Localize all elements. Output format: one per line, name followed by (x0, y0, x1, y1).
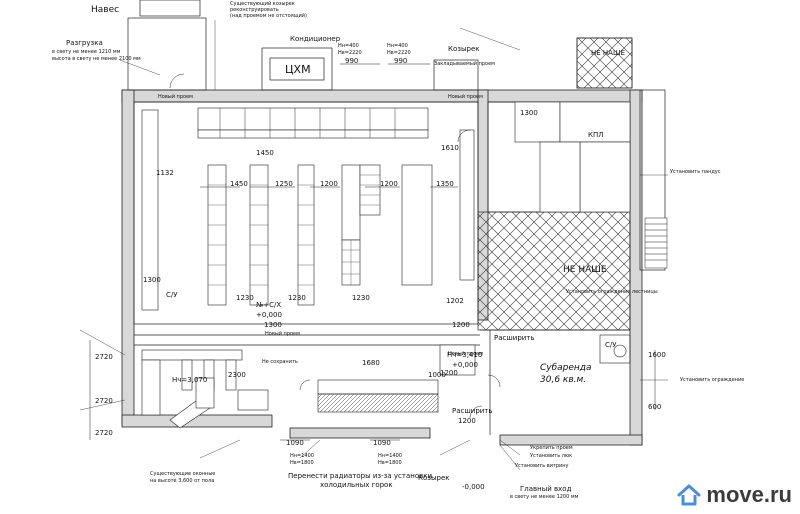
watermark-text: move.ru (706, 482, 792, 507)
height-mark-3070: Hч=3,070 (172, 376, 208, 384)
dim-1300-b: 1300 (143, 276, 161, 284)
widen-label-1: Расширить (494, 334, 535, 342)
house-logo-icon (677, 484, 701, 506)
dim-1090-b: 1090 (373, 439, 391, 447)
subarenda-label: Субаренда (540, 363, 592, 373)
ramp-note: Установить пандус (670, 169, 721, 175)
height-high-bottom-a: Hв=1800 (290, 460, 314, 466)
unloading-note-2: высота в свету не менее 2100 мм (52, 56, 141, 62)
level-0-000: +0,000 (452, 361, 478, 369)
showcase-note: Установить витрину (515, 463, 569, 469)
widen-label-2: Расширить (452, 407, 493, 415)
dim-1300-a: 1300 (520, 109, 538, 117)
do-not-keep-label: Не сохранить (262, 359, 298, 365)
dim-1090-a: 1090 (286, 439, 304, 447)
unloading-note-1: в свету не менее 1210 мм (52, 49, 121, 55)
railing-note: Установить ограждение (680, 377, 745, 383)
dim-2720-a: 2720 (95, 353, 113, 361)
radiators-note-1: Перенести радиаторы из-за установки (288, 472, 433, 480)
height-low-bottom-b: Hн=1400 (378, 453, 402, 459)
dim-1250: 1250 (275, 180, 293, 188)
not-ours-top-label: НЕ НАШЕ (591, 49, 625, 57)
dim-1350: 1350 (436, 180, 454, 188)
new-opening-3: Новый проем (265, 331, 300, 337)
existing-canopy-note-2: реконструировать (230, 7, 279, 13)
main-entrance-note: в свету не менее 1200 мм (510, 494, 579, 500)
not-ours-area (477, 211, 631, 331)
dim-600: 600 (648, 403, 662, 411)
unloading-label: Разгрузка (66, 39, 103, 47)
dim-1300-c: 1300 (264, 321, 282, 329)
toilet-label: С/У (166, 291, 178, 299)
height-high-b: Hв=2220 (387, 50, 411, 56)
dim-1230-b: 1230 (288, 294, 306, 302)
subarenda-area: 30,6 кв.м. (540, 375, 587, 385)
height-low-a: Hн=400 (338, 43, 359, 49)
air-conditioner-label: Кондиционер (290, 35, 341, 43)
dim-2720-c: 2720 (95, 429, 113, 437)
stair-railing-note: Установить ограждение лестницы (566, 289, 658, 295)
dim-1600: 1600 (648, 351, 666, 359)
not-ours-top-area (576, 37, 633, 89)
room-number-label: №+С/Х (256, 301, 282, 309)
dim-1200-c: 1200 (452, 321, 470, 329)
dim-1230-c: 1230 (352, 294, 370, 302)
dim-1200-b: 1200 (380, 180, 398, 188)
dim-1202: 1202 (446, 297, 464, 305)
dim-1200-e: 1200 (458, 417, 476, 425)
kpl-label: КПЛ (588, 131, 604, 139)
not-ours-mid-label: НЕ НАШЕ (563, 265, 607, 275)
height-high-bottom-b: Hв=1800 (378, 460, 402, 466)
radiators-note-2: холодильных горок (320, 481, 393, 489)
closed-opening-label: Закладываемый проем (434, 61, 495, 67)
level-0-000-b: +0,000 (256, 311, 282, 319)
main-entrance-label: Главный вход (520, 485, 572, 493)
dim-1680: 1680 (362, 359, 380, 367)
watermark: move.ru (676, 482, 792, 508)
height-high-a: Hв=2220 (338, 50, 362, 56)
level-bottom: -0,000 (462, 483, 485, 491)
hatch-note: Установить люк (530, 453, 573, 459)
new-opening-2: Новый проем (448, 94, 483, 100)
dim-1132: 1132 (156, 169, 174, 177)
dim-2720-b: 2720 (95, 397, 113, 405)
dim-1450-a: 1450 (230, 180, 248, 188)
existing-canopy-note-3: (над проемом не отстоящий) (230, 13, 307, 19)
toilet-label-2: С/У (605, 341, 617, 349)
existing-windows-1: Существующие оконные (150, 471, 216, 477)
new-opening-1: Новый проем (158, 94, 193, 100)
dim-1200-d: 1200 (440, 369, 458, 377)
height-mark-3410: Hч=3,410 (447, 351, 483, 359)
existing-canopy-note-1: Существующий козырек (230, 1, 295, 7)
dim-2300: 2300 (228, 371, 246, 379)
tsxm-label: ЦХМ (285, 63, 311, 76)
height-low-b: Hн=400 (387, 43, 408, 49)
dim-1610: 1610 (441, 144, 459, 152)
dim-1000: 1000 (428, 371, 446, 379)
canopy-label: Навес (91, 5, 120, 15)
dim-1450-b: 1450 (256, 149, 274, 157)
height-low-bottom-a: Hн=1400 (290, 453, 314, 459)
reinforce-opening-note: Укрепить проем (530, 445, 573, 451)
dim-990-b: 990 (394, 57, 408, 65)
dim-990-a: 990 (345, 57, 359, 65)
existing-windows-2: на высоте 3,600 от пола (150, 478, 215, 484)
dim-1200-a: 1200 (320, 180, 338, 188)
dim-1230-a: 1230 (236, 294, 254, 302)
canopy-top-label: Козырек (448, 45, 480, 53)
new-opening-4: Новый проем (448, 351, 483, 357)
canopy-bottom-label: Козырек (418, 474, 450, 482)
